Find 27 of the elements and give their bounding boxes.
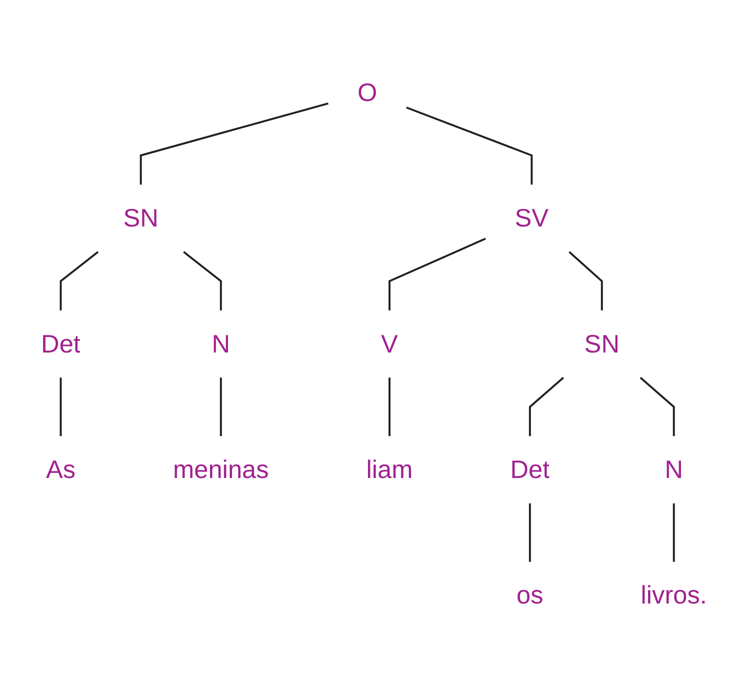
- connector: [388, 377, 390, 436]
- node-text: SN: [123, 202, 158, 232]
- node-text: O: [357, 76, 378, 106]
- node-text: livros.: [640, 580, 707, 610]
- node-text: meninas: [173, 454, 269, 484]
- connector: [568, 250, 603, 310]
- node-text: As: [46, 454, 76, 484]
- connector: [220, 377, 222, 436]
- node-text: N: [212, 328, 230, 358]
- node-text: SN: [584, 328, 620, 358]
- connector: [640, 376, 675, 436]
- connector: [528, 502, 531, 562]
- connector: [60, 377, 62, 436]
- connector: [183, 250, 222, 310]
- connector: [406, 106, 533, 184]
- node-text: Det: [510, 454, 550, 484]
- connector: [528, 376, 564, 436]
- node-text: V: [381, 328, 398, 358]
- connector: [140, 102, 328, 184]
- connector: [60, 250, 99, 310]
- node-text: liam: [366, 454, 413, 484]
- node-text: SV: [514, 202, 549, 232]
- node-text: os: [516, 580, 544, 610]
- connector: [672, 502, 675, 562]
- node-text: N: [664, 454, 684, 484]
- node-text: Det: [41, 328, 80, 358]
- connector: [388, 237, 486, 310]
